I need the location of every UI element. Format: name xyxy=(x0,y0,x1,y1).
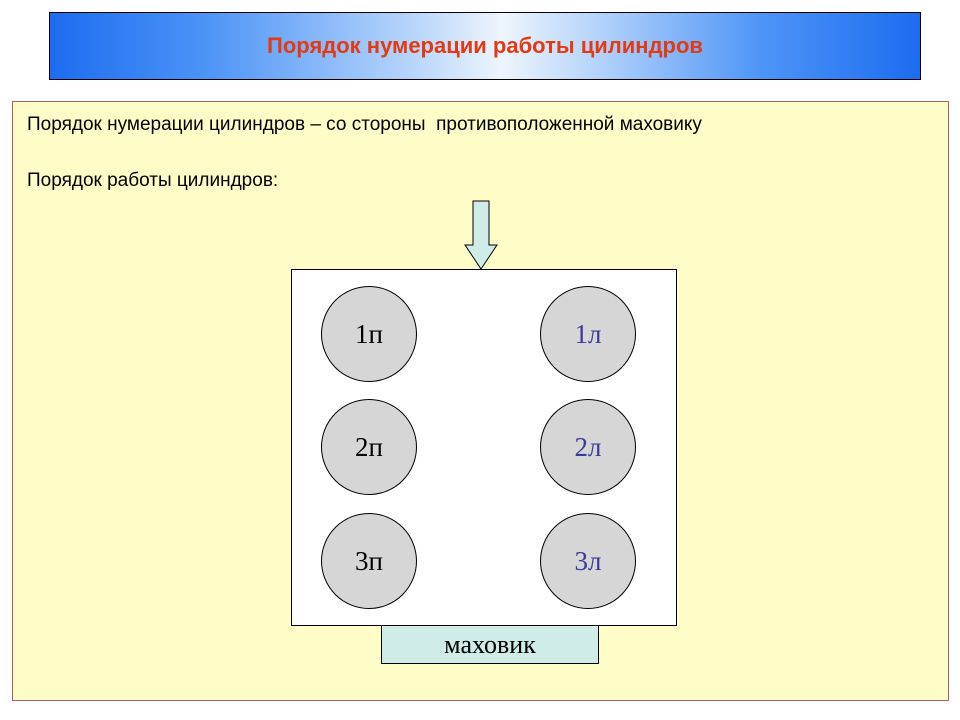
engine-block: 1п 1л 2п 2л 3п 3л xyxy=(291,269,677,626)
cylinder-2-left: 2п xyxy=(321,399,417,495)
cylinder-3-right: 3л xyxy=(540,513,636,609)
numbering-description: Порядок нумерации цилиндров – со стороны… xyxy=(27,114,702,135)
down-arrow-icon xyxy=(464,200,498,270)
cylinder-1-left: 1п xyxy=(321,286,417,382)
cylinder-3-left: 3п xyxy=(321,513,417,609)
flywheel: маховик xyxy=(381,625,599,664)
title-bar: Порядок нумерации работы цилиндров xyxy=(49,12,921,80)
firing-order-label: Порядок работы цилиндров: xyxy=(27,170,279,191)
content-panel: Порядок нумерации цилиндров – со стороны… xyxy=(12,101,949,701)
page-title: Порядок нумерации работы цилиндров xyxy=(267,33,703,58)
cylinder-1-right: 1л xyxy=(540,286,636,382)
cylinder-2-right: 2л xyxy=(540,399,636,495)
